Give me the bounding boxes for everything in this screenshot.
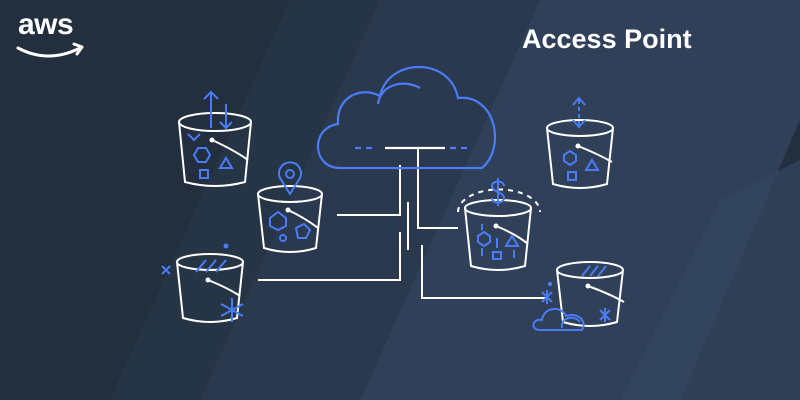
- aws-logo-text: aws: [18, 8, 74, 41]
- cloud-icon: [316, 65, 496, 170]
- connector-lines: [258, 148, 548, 299]
- bucket-cloud-archive-icon: [532, 261, 625, 331]
- bucket-cold-storage-icon: [161, 243, 244, 323]
- bucket-transfer-icon: [546, 96, 614, 189]
- bucket-location-pin-icon: [257, 161, 323, 253]
- page-title: Access Point: [522, 24, 692, 54]
- bucket-cost-optimized-icon: [457, 178, 541, 271]
- bucket-upload-download-icon: [178, 90, 252, 187]
- smile-arrow-icon: [16, 42, 84, 58]
